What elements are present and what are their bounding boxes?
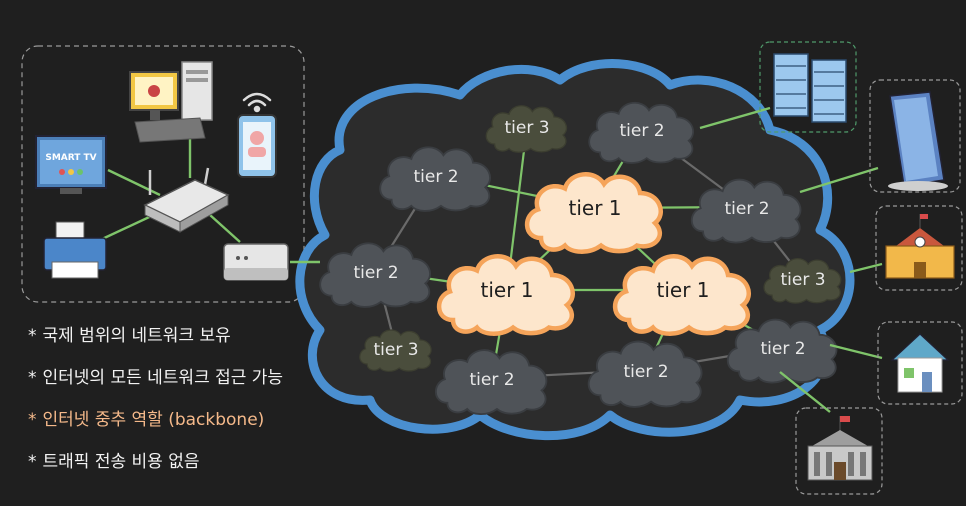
house-icon (890, 333, 950, 393)
tier-1-cloud: tier 1 (527, 174, 661, 251)
bullet-item: *인터넷의 모든 네트워크 접근 가능 (28, 368, 284, 388)
printer-icon (43, 221, 107, 279)
tier-2-cloud: tier 2 (434, 349, 548, 416)
tier-2-cloud: tier 2 (690, 178, 802, 244)
bullet-item: *트래픽 전송 비용 없음 (28, 452, 200, 472)
tier-label: tier 2 (413, 167, 458, 187)
modem-icon (223, 243, 289, 281)
tier-label: tier 1 (568, 196, 621, 220)
tier-2-cloud: tier 2 (379, 146, 492, 212)
link-server (699, 106, 771, 130)
tier-3-cloud: tier 3 (763, 257, 842, 304)
link-tv-router (107, 168, 161, 197)
tier-label: tier 2 (724, 199, 769, 219)
link-school (849, 262, 883, 274)
tier-label: tier 3 (373, 340, 418, 360)
tier-label: tier 2 (353, 263, 398, 283)
government-building-icon (807, 416, 873, 481)
tier-1-cloud: tier 1 (439, 256, 573, 333)
server-icon (773, 53, 847, 123)
bullet-list: *국제 범위의 네트워크 보유 *인터넷의 모든 네트워크 접근 가능 *인터넷… (28, 322, 283, 490)
wifi-icon (242, 92, 272, 113)
link-house (829, 343, 883, 360)
computer-icon (129, 61, 213, 143)
tier-label: tier 3 (780, 270, 825, 290)
tier-label: tier 2 (760, 339, 805, 359)
tier-2-cloud: tier 2 (588, 101, 695, 164)
tier-2-cloud: tier 2 (587, 340, 703, 408)
tier-label: tier 2 (619, 121, 664, 141)
link-office (799, 166, 879, 194)
tier-3-cloud: tier 3 (485, 105, 568, 153)
bullet-item-highlighted: *인터넷 중추 역할 (backbone) (28, 410, 265, 430)
router-icon (143, 167, 230, 233)
tier-1-cloud: tier 1 (615, 256, 749, 333)
local-network-box (21, 45, 305, 303)
tier-label: tier 3 (504, 118, 549, 138)
link-gov (779, 371, 831, 413)
tier-3-cloud: tier 3 (359, 329, 432, 372)
tier-label: tier 2 (623, 362, 668, 382)
office-building-icon (888, 91, 948, 191)
school-icon (885, 214, 955, 279)
link-router-modem (209, 214, 241, 243)
tier-label: tier 1 (656, 278, 709, 302)
smartphone-icon (237, 114, 277, 178)
tier-clouds: tier 1 tier 1 tier 1 tier 2 tier 2 tier 2 tier… (319, 101, 842, 416)
tier-2-cloud: tier 2 (319, 242, 432, 308)
smart-tv-label: SMART TV (45, 153, 96, 163)
tier-label: tier 2 (469, 370, 514, 390)
tier-2-cloud: tier 2 (726, 318, 838, 384)
smart-tv-icon: SMART TV (35, 135, 107, 194)
bullet-item: *국제 범위의 네트워크 보유 (28, 326, 231, 346)
tier-label: tier 1 (480, 278, 533, 302)
